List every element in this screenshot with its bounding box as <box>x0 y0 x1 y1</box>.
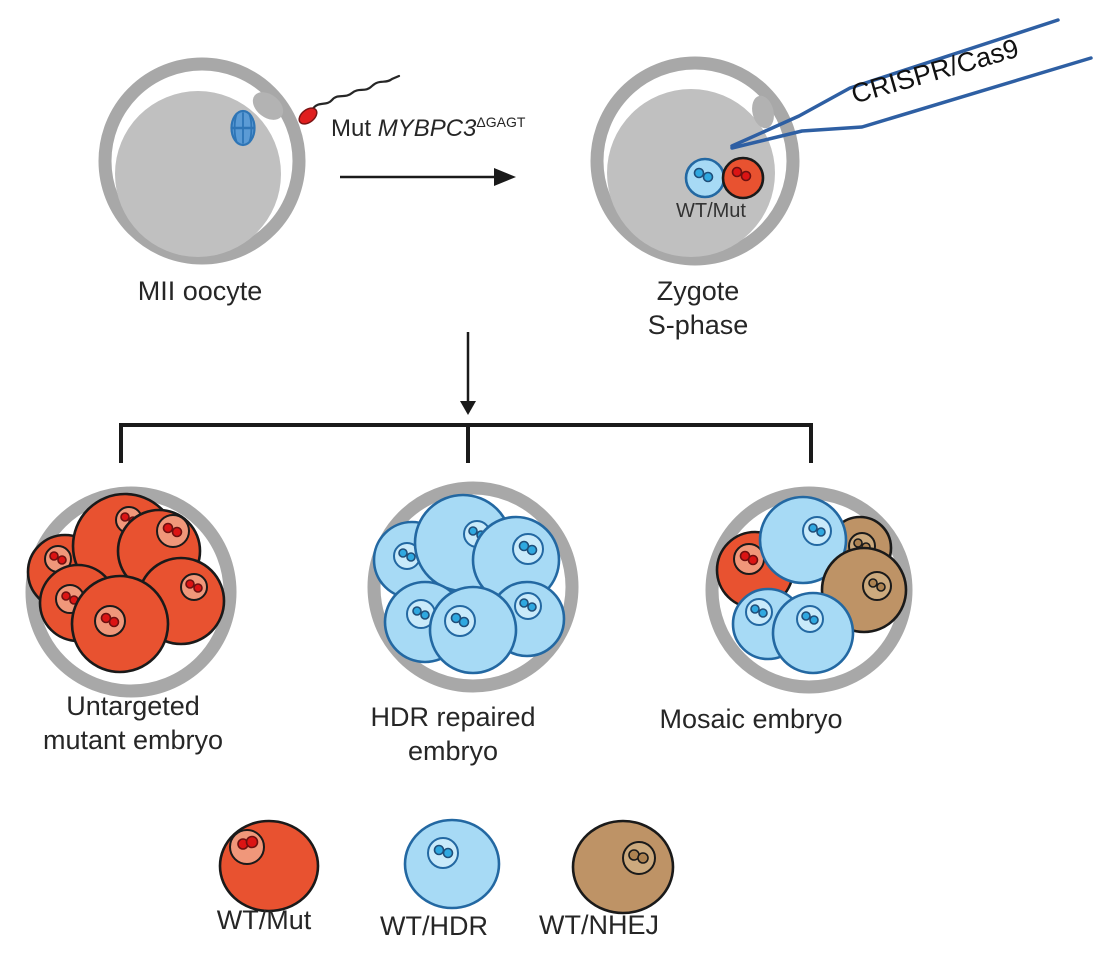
embryo-untargeted-label: Untargeted mutant embryo <box>43 689 223 757</box>
embryo-hdr-label-line2: embryo <box>407 736 499 766</box>
legend-cell-wt-hdr <box>403 818 501 910</box>
legend-label-wt-mut: WT/Mut <box>216 905 312 935</box>
embryo-hdr-label: HDR repaired embryo <box>370 700 535 768</box>
pronucleus-mut <box>721 156 765 200</box>
zygote-label-line1: Zygote <box>656 276 740 306</box>
zona-pellucida <box>590 56 800 266</box>
zona-pellucida <box>367 481 579 693</box>
pronucleus-wt <box>684 157 726 199</box>
micropipette-icon <box>730 18 1093 150</box>
embryo-untargeted-label-line2: mutant embryo <box>42 725 224 755</box>
cytoplasm <box>115 91 281 257</box>
legend-cells <box>218 818 675 915</box>
fertilization-arrow <box>340 168 516 186</box>
zona-pellucida <box>25 486 237 698</box>
mii-oocyte-label: MII oocyte <box>137 276 263 306</box>
meiotic-spindle-icon <box>230 109 256 147</box>
blastomere-wt-hdr <box>758 495 848 585</box>
embryo-mosaic-label-line1: Mosaic embryo <box>659 704 843 734</box>
embryo-untargeted-label-line1: Untargeted <box>66 691 200 721</box>
legend-cell-wt-mut <box>218 819 320 913</box>
pronuclei-label: WT/Mut <box>676 200 746 222</box>
sperm-genotype-prefix: Mut <box>331 115 378 142</box>
embryo-hdr-label-line1: HDR repaired <box>370 702 536 732</box>
sperm-gene-name: MYBPC3 <box>377 115 477 142</box>
embryo-mosaic <box>705 486 913 694</box>
polar-body <box>752 95 774 129</box>
legend-label-wt-hdr: WT/HDR <box>380 911 488 941</box>
sperm-genotype-label: Mut MYBPC3ΔGAGT <box>331 109 525 142</box>
zygote-label-line2: S-phase <box>647 310 749 340</box>
branch-bracket <box>119 423 813 463</box>
sperm-gene-superscript: ΔGAGT <box>476 114 526 130</box>
blastomere-wt-hdr <box>771 591 855 675</box>
mii-oocyte <box>98 57 306 265</box>
legend-cell-wt-nhej <box>571 819 675 915</box>
embryo-untargeted-mutant <box>25 486 237 698</box>
zona-pellucida <box>98 57 306 265</box>
polar-body <box>252 92 284 120</box>
zygote <box>590 56 800 266</box>
blastomere-wt-hdr <box>428 585 518 675</box>
embryo-hdr-repaired <box>367 481 579 693</box>
legend-label-wt-nhej: WT/NHEJ <box>539 910 659 940</box>
sperm-icon <box>298 74 401 125</box>
embryo-mosaic-label: Mosaic embryo <box>659 702 842 736</box>
branch-arrow <box>460 332 476 415</box>
zygote-label: Zygote S-phase <box>648 274 749 342</box>
blastomere-wt-mut <box>70 574 170 674</box>
